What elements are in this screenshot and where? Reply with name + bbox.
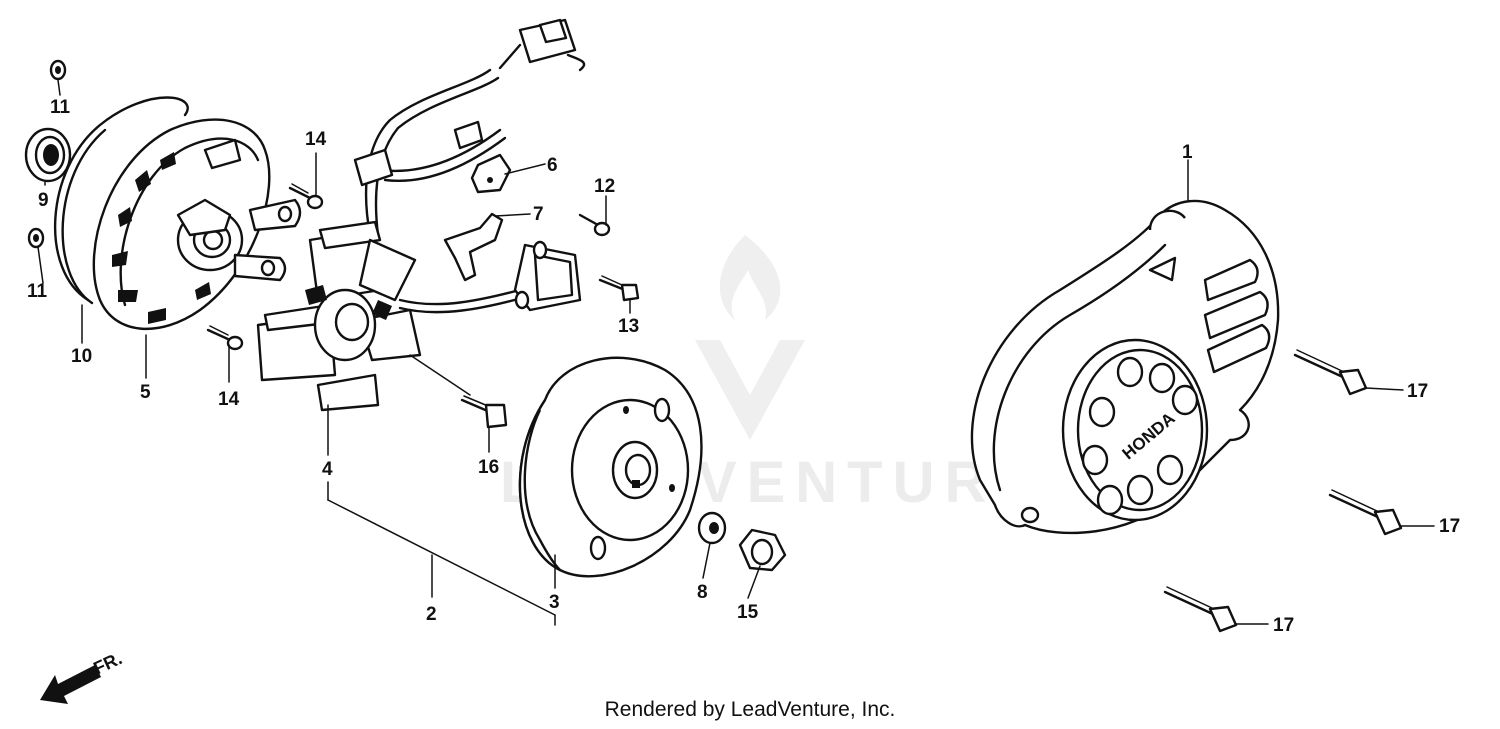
bolt-17-upper <box>1293 349 1368 396</box>
stator-coil-assembly <box>256 18 586 412</box>
flange-nut <box>738 528 787 572</box>
label-8: 8 <box>697 582 708 603</box>
washer <box>697 511 727 545</box>
bolt-12 <box>578 213 611 237</box>
label-10: 10 <box>71 346 92 367</box>
label-4: 4 <box>322 459 333 480</box>
leader-lines <box>37 79 1435 626</box>
label-9: 9 <box>38 190 49 211</box>
label-7: 7 <box>533 204 544 225</box>
pulse-generator <box>513 240 582 312</box>
label-5: 5 <box>140 382 151 403</box>
label-11-upper: 11 <box>50 97 71 118</box>
label-17-middle: 17 <box>1439 516 1460 537</box>
label-12: 12 <box>594 176 615 197</box>
front-arrow-icon <box>40 665 101 704</box>
screw-upper <box>288 183 324 210</box>
label-13: 13 <box>618 316 639 337</box>
label-1: 1 <box>1182 142 1193 163</box>
label-16: 16 <box>478 457 499 478</box>
label-14-upper: 14 <box>305 129 327 150</box>
bolt-13 <box>598 275 640 302</box>
flywheel-rotor <box>518 356 703 578</box>
wire-clamp-6 <box>470 153 512 194</box>
front-direction-indicator: FR. <box>40 648 125 704</box>
label-15: 15 <box>737 602 759 623</box>
label-3: 3 <box>549 592 560 613</box>
bolt-17-lower <box>1163 586 1238 633</box>
label-11-lower: 11 <box>27 281 48 302</box>
oil-seal <box>24 127 72 183</box>
wire-clip-7 <box>443 212 504 282</box>
o-ring-gasket <box>53 96 189 302</box>
label-17-upper: 17 <box>1407 381 1428 402</box>
part-labels: 1 2 3 4 5 6 7 8 9 10 11 11 12 13 14 14 1… <box>27 97 1460 636</box>
footer-credit: Rendered by LeadVenture, Inc. <box>604 698 896 721</box>
bolt-17-middle <box>1328 489 1403 536</box>
stator-base-plate <box>92 118 302 330</box>
nut-upper <box>49 59 67 81</box>
label-6: 6 <box>547 155 558 176</box>
wire-connector <box>498 18 586 72</box>
label-2: 2 <box>426 604 437 625</box>
label-14-lower: 14 <box>218 389 240 410</box>
label-17-lower: 17 <box>1273 615 1294 636</box>
bolt-16 <box>460 395 508 429</box>
screw-lower <box>206 325 244 351</box>
left-crankcase-cover: HONDA <box>970 199 1280 535</box>
nut-lower <box>27 227 45 249</box>
